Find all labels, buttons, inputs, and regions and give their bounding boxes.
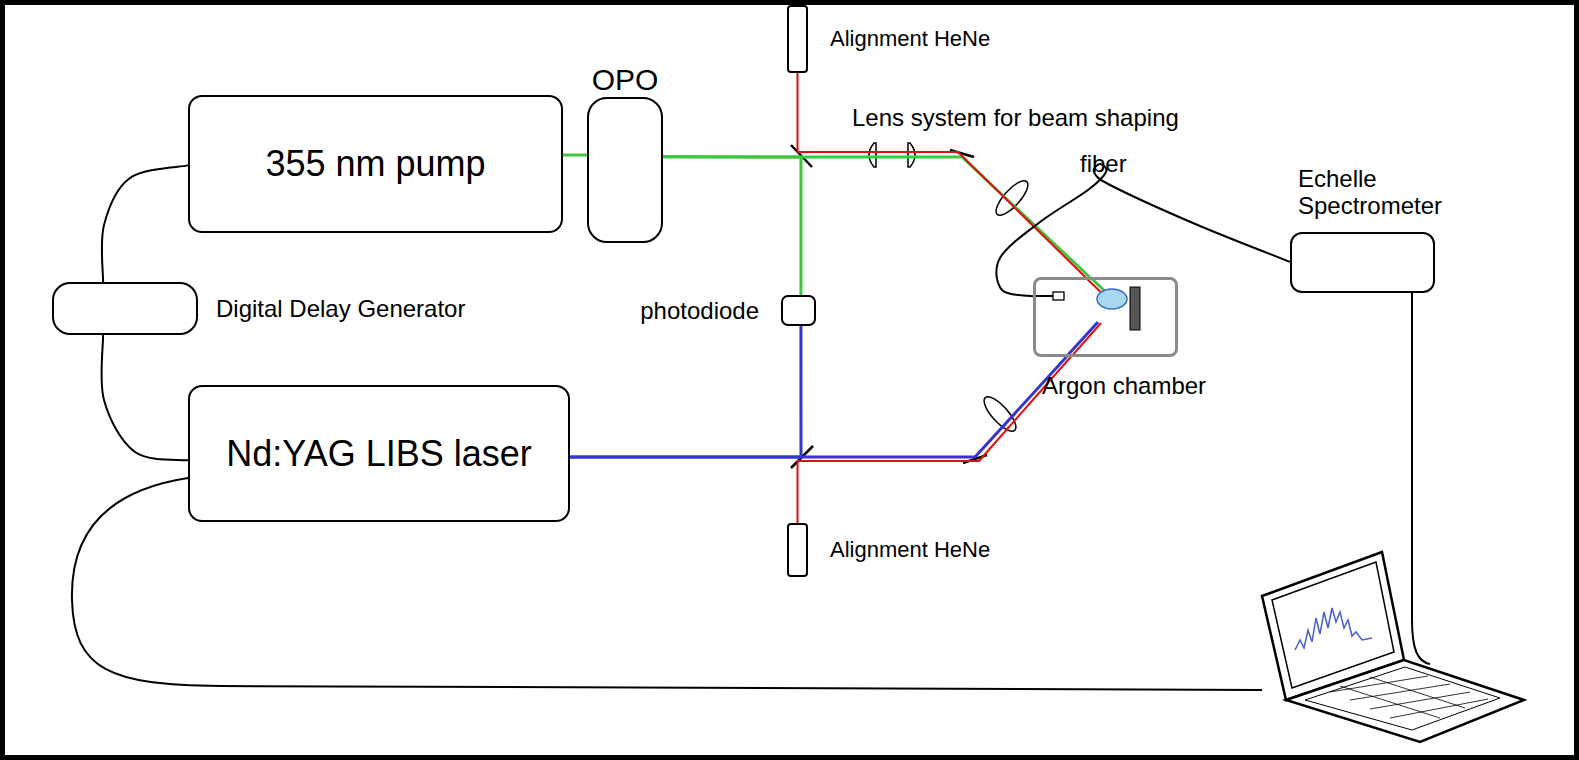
laser-box: 355 nm pump [188,95,563,233]
opo-box: OPO [587,97,663,243]
annotation-label: fiber [1080,150,1127,178]
node-label: Alignment HeNe [830,537,990,562]
fiber-wire [1033,295,1053,297]
cable [102,165,188,282]
alignment-beam [798,73,1086,277]
laptop [1262,552,1524,742]
node-label: Argon chamber [1042,372,1206,400]
laser-beam [1071,323,1101,357]
delay-generator: Digital Delay Generator [52,282,198,335]
cable [101,335,188,460]
node-label: Digital Delay Generator [216,295,465,323]
spectrometer-box: Echelle Spectrometer [1290,232,1435,293]
laser-beam [663,157,801,295]
node-label: Echelle Spectrometer [1298,165,1473,220]
laser-beam [570,357,1066,457]
node-label: photodiode [640,297,759,325]
laser-beam [563,153,587,156]
node-label: Nd:YAG LIBS laser [226,433,531,474]
laser-source: Alignment HeNe [787,523,808,577]
cable [1412,293,1430,664]
plasma [1097,289,1127,309]
lens [869,143,876,167]
alignment-beam [798,357,1071,523]
lens [908,143,915,167]
fiber-probe [1053,292,1064,300]
laser-beam [663,157,1090,277]
laser-beam [570,326,801,457]
laser-box: Nd:YAG LIBS laser [188,385,570,522]
node-label: OPO [592,63,659,98]
laser-source: Alignment HeNe [787,5,808,73]
sample-target [1130,287,1140,330]
node-label: Alignment HeNe [830,26,990,51]
annotation-label: Lens system for beam shaping [852,104,1179,132]
node-label: 355 nm pump [265,143,485,184]
photodiode-box: photodiode [781,295,816,326]
argon-chamber: Argon chamber [1033,277,1178,357]
laser-beam [1066,322,1098,357]
focusing-lens [991,176,1032,219]
